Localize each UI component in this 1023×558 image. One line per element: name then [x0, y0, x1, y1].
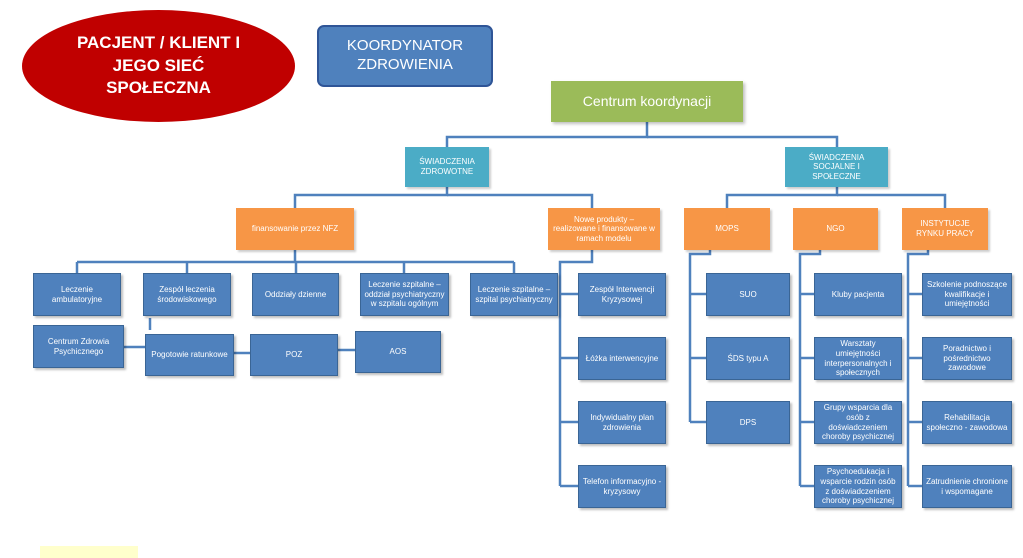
ambulance-label: Pogotowie ratunkowe: [151, 350, 228, 360]
patient-network-oval: PACJENT / KLIENT I JEGO SIEĆ SPOŁECZNA: [22, 10, 295, 122]
new-products-node: Nowe produkty – realizowane i finansowan…: [548, 208, 660, 250]
new-item-crisis-team: Zespół Interwencji Kryzysowej: [578, 273, 666, 316]
new-item-intervention-beds: Łóżka interwencyjne: [578, 337, 666, 380]
new-item-label: Łóżka interwencyjne: [585, 353, 659, 363]
ngo-label: NGO: [826, 224, 845, 234]
nfz-item-general-hospital-ward: Leczenie szpitalne – oddział psychiatryc…: [360, 273, 449, 316]
mops-item-label: DPS: [739, 417, 757, 427]
labor-item-label: Poradnictwo i pośrednictwo zawodowe: [942, 344, 992, 373]
nfz-item-label: Leczenie ambulatoryjne: [51, 284, 103, 304]
labor-item-rehabilitation: Rehabilitacja społeczno - zawodowa: [922, 401, 1012, 444]
new-item-label: Indywidualny plan zdrowienia: [590, 412, 654, 432]
social-services-label: ŚWIADCZENIA SOCJALNE I SPOŁECZNE: [808, 152, 865, 181]
new-item-label: Telefon informacyjno - kryzysowy: [582, 476, 662, 496]
nfz-item-outpatient: Leczenie ambulatoryjne: [33, 273, 121, 316]
mops-item-label: SUO: [739, 289, 757, 299]
ngo-item-label: Grupy wsparcia dla osób z doświadczeniem…: [821, 403, 895, 442]
nfz-item-label: Zespół leczenia środowiskowego: [157, 284, 217, 304]
coordination-center-node: Centrum koordynacji: [551, 81, 743, 122]
labor-item-employment: Zatrudnienie chronione i wspomagane: [922, 465, 1012, 508]
ngo-node: NGO: [793, 208, 878, 250]
mental-health-center-node: Centrum Zdrowia Psychicznego: [33, 325, 124, 368]
coordinator-label: KOORDYNATOR ZDROWIENIA: [346, 37, 464, 73]
poz-label: POZ: [285, 350, 303, 360]
labor-item-label: Szkolenie podnoszące kwalifikacje i umie…: [926, 280, 1008, 309]
aos-node: AOS: [355, 331, 441, 373]
ngo-item-skills-workshops: Warsztaty umiejętności interpersonalnych…: [814, 337, 902, 380]
mental-health-center-label: Centrum Zdrowia Psychicznego: [47, 336, 110, 356]
mops-label: MOPS: [715, 224, 739, 234]
ngo-item-support-groups: Grupy wsparcia dla osób z doświadczeniem…: [814, 401, 902, 444]
nfz-item-label: Oddziały dzienne: [264, 289, 327, 299]
nfz-item-psychiatric-hospital: Leczenie szpitalne – szpital psychiatryc…: [470, 273, 558, 316]
ngo-item-label: Psychoedukacja i wsparcie rodzin osób z …: [820, 467, 896, 506]
mops-item-dps: DPS: [706, 401, 790, 444]
new-item-crisis-phone: Telefon informacyjno - kryzysowy: [578, 465, 666, 508]
health-services-label: ŚWIADCZENIA ZDROWOTNE: [419, 157, 475, 176]
mops-item-sds: ŚDS typu A: [706, 337, 790, 380]
mops-item-label: ŚDS typu A: [727, 353, 769, 363]
labor-item-label: Zatrudnienie chronione i wspomagane: [926, 476, 1008, 496]
nfz-item-label: Leczenie szpitalne – szpital psychiatryc…: [475, 284, 553, 304]
mops-node: MOPS: [684, 208, 770, 250]
nfz-funding-node: finansowanie przez NFZ: [236, 208, 354, 250]
labor-item-label: Rehabilitacja społeczno - zawodowa: [926, 412, 1008, 432]
mops-item-suo: SUO: [706, 273, 790, 316]
ngo-item-label: Warsztaty umiejętności interpersonalnych…: [824, 339, 892, 378]
ngo-item-label: Kluby pacjenta: [831, 289, 885, 299]
ngo-item-patient-clubs: Kluby pacjenta: [814, 273, 902, 316]
aos-label: AOS: [389, 347, 407, 357]
coordination-center-label: Centrum koordynacji: [582, 93, 712, 110]
social-services-node: ŚWIADCZENIA SOCJALNE I SPOŁECZNE: [785, 147, 888, 187]
ambulance-node: Pogotowie ratunkowe: [145, 334, 234, 376]
coordinator-box: KOORDYNATOR ZDROWIENIA: [317, 25, 493, 87]
ngo-item-psychoeducation: Psychoedukacja i wsparcie rodzin osób z …: [814, 465, 902, 508]
labor-market-label: INSTYTUCJE RYNKU PRACY: [916, 219, 974, 238]
highlight-mark: [40, 546, 138, 558]
new-item-label: Zespół Interwencji Kryzysowej: [589, 284, 655, 304]
labor-item-training: Szkolenie podnoszące kwalifikacje i umie…: [922, 273, 1012, 316]
new-products-label: Nowe produkty – realizowane i finansowan…: [553, 214, 655, 243]
nfz-item-community-team: Zespół leczenia środowiskowego: [143, 273, 231, 316]
nfz-item-day-wards: Oddziały dzienne: [252, 273, 339, 316]
labor-market-node: INSTYTUCJE RYNKU PRACY: [902, 208, 988, 250]
nfz-funding-label: finansowanie przez NFZ: [251, 224, 339, 234]
health-services-node: ŚWIADCZENIA ZDROWOTNE: [405, 147, 489, 187]
new-item-recovery-plan: Indywidualny plan zdrowienia: [578, 401, 666, 444]
patient-network-label: PACJENT / KLIENT I JEGO SIEĆ SPOŁECZNA: [76, 32, 241, 98]
poz-node: POZ: [250, 334, 338, 376]
nfz-item-label: Leczenie szpitalne – oddział psychiatryc…: [364, 280, 445, 309]
labor-item-counseling: Poradnictwo i pośrednictwo zawodowe: [922, 337, 1012, 380]
